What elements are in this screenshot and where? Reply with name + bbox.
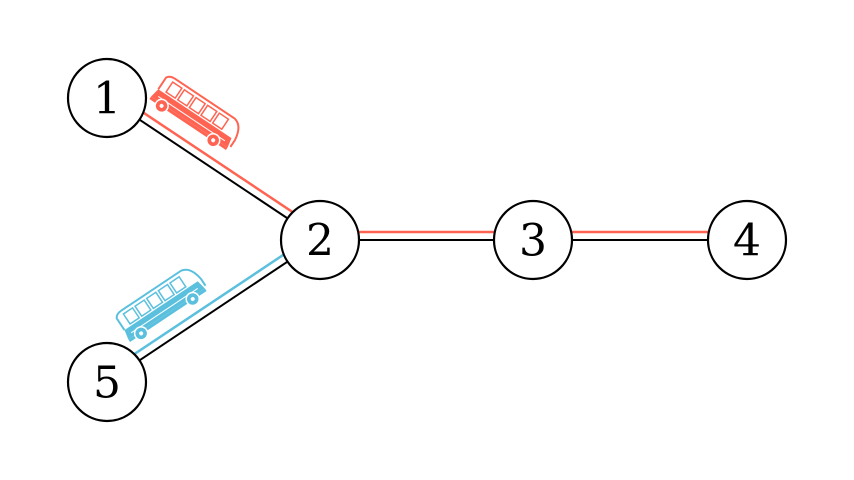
node-circle	[492, 199, 574, 281]
edges	[106, 97, 747, 383]
node-label: 5	[93, 358, 121, 409]
node-4: 4	[706, 199, 788, 281]
node-circle	[706, 199, 788, 281]
edge-1-2	[106, 97, 321, 241]
node-circle	[66, 341, 148, 423]
node-label: 4	[733, 216, 761, 267]
node-5: 5	[66, 341, 148, 423]
nodes: 1 2 3 4 5	[66, 57, 788, 423]
route-blue-segment-5-2	[101, 232, 317, 377]
node-label: 1	[93, 74, 121, 125]
edge-5-2	[106, 239, 321, 383]
node-label: 2	[306, 216, 334, 267]
bus-icon-blue	[115, 268, 207, 343]
route-red-segment-1-2	[110, 90, 326, 235]
node-circle	[66, 57, 148, 139]
buses	[115, 75, 240, 343]
node-2: 2	[279, 199, 361, 281]
node-3: 3	[492, 199, 574, 281]
node-label: 3	[519, 216, 547, 267]
node-circle	[279, 199, 361, 281]
node-1: 1	[66, 57, 148, 139]
bus-icon-red	[149, 75, 240, 151]
routes	[101, 90, 747, 377]
